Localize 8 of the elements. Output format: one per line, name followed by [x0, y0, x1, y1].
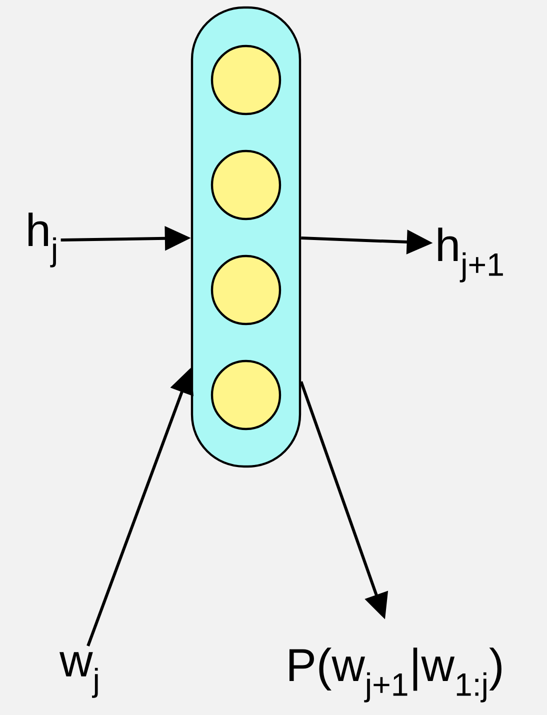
neuron-circle: [210, 254, 282, 326]
neuron-circle: [210, 44, 282, 116]
math-label: P(w$_{j+1}$|w$_{1:j}$): [290, 648, 502, 702]
neuron-circle: [210, 150, 282, 220]
math-label: w$_{j}$: [60, 652, 98, 698]
math-label: h$_{j}$: [28, 212, 56, 268]
neuron-circle: [210, 360, 282, 430]
math-label: h$_{j+1}$: [438, 228, 503, 282]
